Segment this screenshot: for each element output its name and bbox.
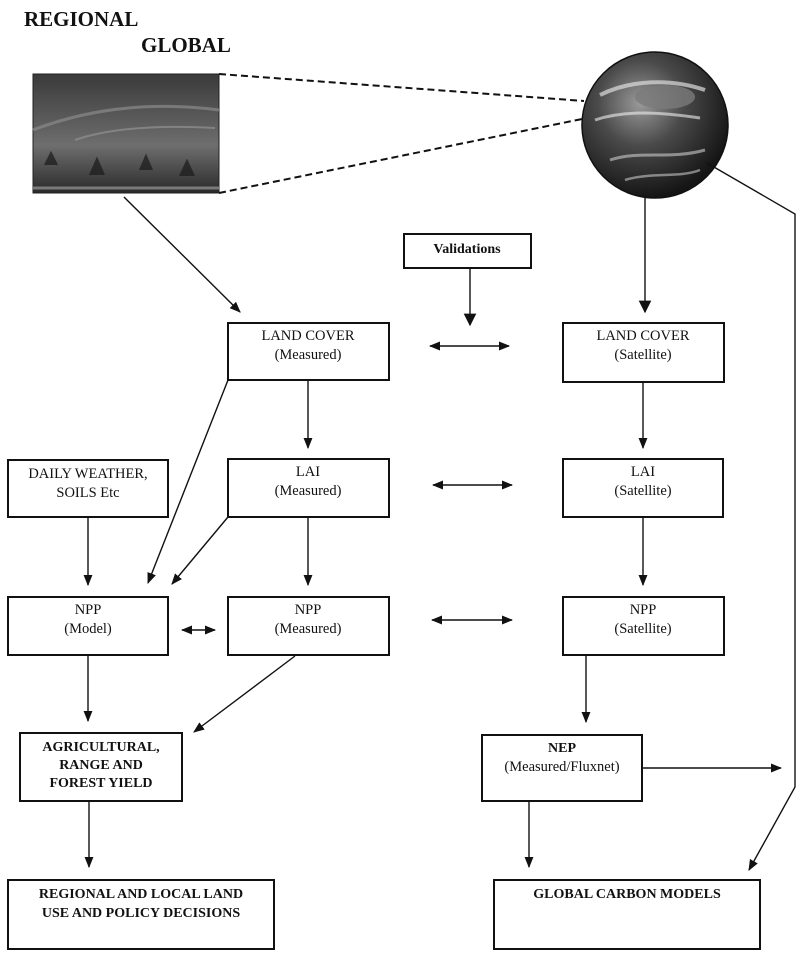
arrow-global-to-carbon [706, 162, 796, 871]
node-land-cover-satellite: LAND COVER (Satellite) [562, 322, 725, 383]
svg-text:LAND COVER: LAND COVER [261, 328, 354, 344]
svg-text:(Satellite): (Satellite) [614, 621, 671, 637]
node-global-carbon-models: GLOBAL CARBON MODELS [493, 879, 761, 950]
svg-text:REGIONAL AND LOCAL LAND: REGIONAL AND LOCAL LAND [39, 887, 243, 902]
svg-text:RANGE AND: RANGE AND [59, 758, 143, 773]
svg-text:NPP: NPP [295, 602, 322, 618]
node-lai-measured: LAI (Measured) [227, 458, 390, 518]
svg-text:(Satellite): (Satellite) [614, 347, 671, 363]
svg-text:(Measured): (Measured) [275, 483, 342, 499]
svg-text:NPP: NPP [630, 602, 657, 618]
node-validations: Validations [403, 233, 532, 269]
node-lai-satellite: LAI (Satellite) [562, 458, 724, 518]
arrow-landcover-to-npp-model [147, 379, 229, 585]
zoom-line-top [218, 73, 585, 102]
svg-text:(Measured): (Measured) [275, 621, 342, 637]
svg-text:SOILS Etc: SOILS Etc [56, 485, 119, 501]
node-regional-policy: REGIONAL AND LOCAL LAND USE AND POLICY D… [7, 879, 275, 950]
svg-text:(Measured): (Measured) [275, 347, 342, 363]
heading-regional: REGIONAL [24, 7, 138, 31]
svg-text:NPP: NPP [75, 602, 102, 618]
svg-text:USE AND POLICY DECISIONS: USE AND POLICY DECISIONS [42, 906, 240, 921]
arrow-npp-measured-to-yield [193, 655, 296, 733]
svg-text:LAI: LAI [296, 464, 320, 480]
node-nep: NEP (Measured/Fluxnet) [481, 734, 643, 802]
node-agricultural-yield: AGRICULTURAL, RANGE AND FOREST YIELD [19, 732, 183, 802]
svg-text:FOREST YIELD: FOREST YIELD [49, 776, 152, 791]
node-land-cover-measured: LAND COVER (Measured) [227, 322, 390, 381]
node-npp-measured: NPP (Measured) [227, 596, 390, 656]
node-npp-satellite: NPP (Satellite) [562, 596, 725, 656]
arrow-regional-to-landcover [123, 196, 241, 313]
svg-text:DAILY WEATHER,: DAILY WEATHER, [28, 466, 147, 482]
zoom-line-bottom [218, 118, 583, 194]
svg-text:(Satellite): (Satellite) [614, 483, 671, 499]
svg-text:AGRICULTURAL,: AGRICULTURAL, [42, 740, 159, 755]
svg-text:NEP: NEP [548, 741, 576, 756]
svg-text:(Model): (Model) [64, 621, 112, 637]
arrow-lai-to-npp-model [171, 516, 229, 585]
svg-text:(Measured/Fluxnet): (Measured/Fluxnet) [504, 759, 619, 775]
node-daily-weather: DAILY WEATHER, SOILS Etc [7, 459, 169, 518]
svg-text:GLOBAL CARBON MODELS: GLOBAL CARBON MODELS [533, 887, 721, 902]
regional-forest-photo [32, 73, 220, 194]
svg-text:LAND COVER: LAND COVER [596, 328, 689, 344]
svg-text:LAI: LAI [631, 464, 655, 480]
heading-global: GLOBAL [141, 33, 231, 57]
earth-globe-photo [581, 51, 729, 199]
node-npp-model: NPP (Model) [7, 596, 169, 656]
svg-text:Validations: Validations [433, 242, 501, 257]
